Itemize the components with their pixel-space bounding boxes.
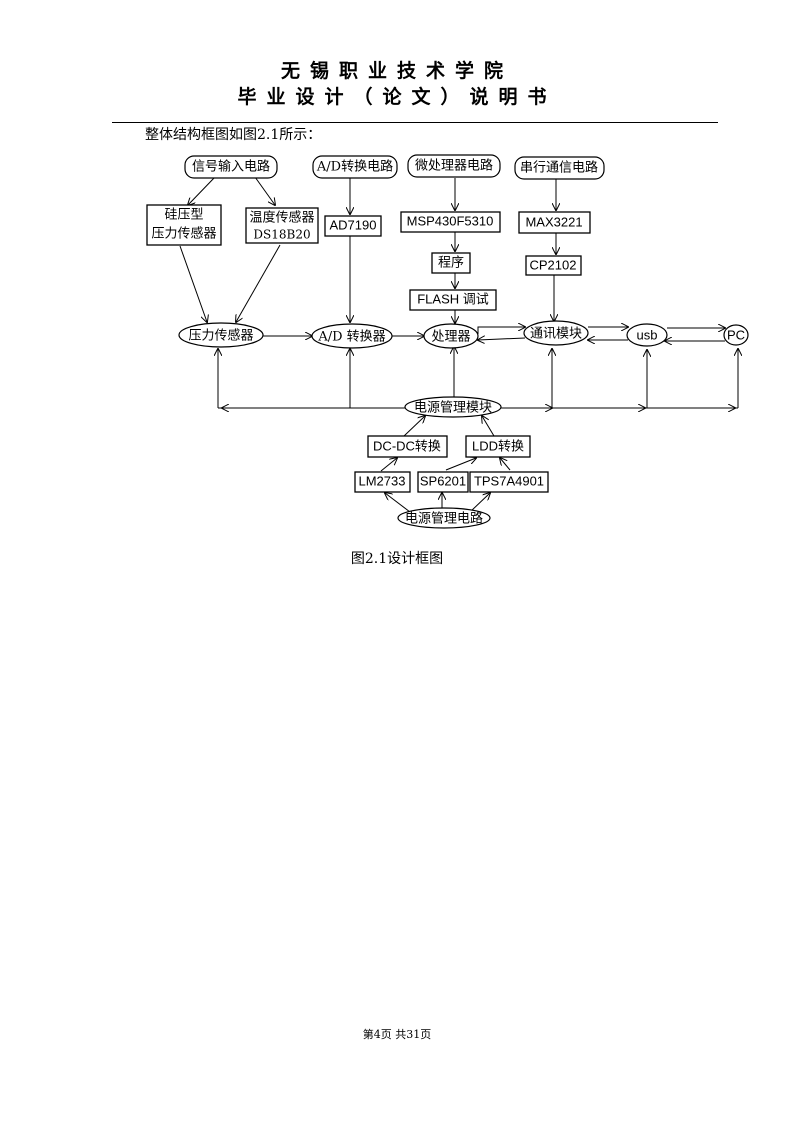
- document-type-title: 毕业设计（论文）说明书: [237, 86, 557, 108]
- processor-node: 处理器: [423, 323, 479, 349]
- cp2102-label: CP2102: [530, 257, 577, 272]
- serial-circuit-node: 串行通信电路: [514, 156, 605, 180]
- power-circuit-label: 电源管理电路: [405, 511, 483, 527]
- silicon-sensor-line2: 压力传感器: [151, 226, 216, 242]
- power-module-label: 电源管理模块: [414, 401, 492, 416]
- silicon-sensor-line1: 硅压型: [164, 208, 203, 223]
- tps7a4901-box: TPS7A4901: [469, 471, 549, 493]
- tps7a4901-label: TPS7A4901: [474, 473, 544, 488]
- pc-node: PC: [723, 324, 749, 346]
- diagram-connectors: [179, 176, 738, 513]
- usb-label: usb: [637, 327, 658, 342]
- mcu-circuit-node: 微处理器电路: [407, 154, 501, 178]
- dcdc-label: DC-DC转换: [373, 438, 441, 453]
- sp6201-box: SP6201: [417, 471, 469, 493]
- max3221-label: MAX3221: [525, 214, 582, 229]
- figure-caption: 图2.1设计框图: [350, 551, 444, 567]
- ldo-box: LDD转换: [465, 435, 531, 458]
- msp430-label: MSP430F5310: [407, 213, 494, 228]
- ad7190-box: AD7190: [324, 215, 382, 237]
- serial-circuit-label: 串行通信电路: [520, 160, 598, 176]
- pressure-sensor-label: 压力传感器: [188, 328, 253, 344]
- max3221-box: MAX3221: [518, 211, 591, 234]
- usb-node: usb: [626, 323, 668, 347]
- comm-module-label: 通讯模块: [530, 327, 582, 342]
- lm2733-label: LM2733: [359, 473, 406, 488]
- power-module-node: 电源管理模块: [404, 396, 502, 418]
- pc-label: PC: [727, 327, 745, 342]
- cp2102-box: CP2102: [525, 255, 582, 276]
- msp430-box: MSP430F5310: [400, 211, 501, 233]
- temp-sensor-line1: 温度传感器: [249, 210, 314, 226]
- flash-debug-box: FLASH 调试: [409, 289, 497, 311]
- pressure-sensor-node: 压力传感器: [178, 322, 264, 348]
- sp6201-label: SP6201: [420, 473, 466, 488]
- flash-debug-label: FLASH 调试: [417, 291, 489, 306]
- signal-input-circuit-node: 信号输入电路: [184, 155, 278, 179]
- dcdc-box: DC-DC转换: [367, 435, 448, 458]
- signal-input-circuit-label: 信号输入电路: [192, 159, 270, 175]
- ldo-label: LDD转换: [472, 438, 524, 453]
- temperature-sensor-box: 温度传感器 DS18B20: [245, 207, 319, 244]
- intro-text: 整体结构框图如图2.1所示：: [145, 127, 322, 143]
- ad-converter-label: A/D 转换器: [317, 330, 385, 345]
- mcu-circuit-label: 微处理器电路: [415, 158, 493, 174]
- silicon-pressure-sensor-box: 硅压型 压力传感器: [146, 204, 222, 246]
- ad-circuit-label: A/D转换电路: [316, 159, 393, 175]
- processor-label: 处理器: [431, 330, 470, 345]
- temp-sensor-line2: DS18B20: [253, 228, 310, 242]
- header-rule: [112, 122, 718, 123]
- program-label: 程序: [438, 256, 464, 271]
- ad7190-label: AD7190: [330, 217, 377, 232]
- page-footer: 第4页 共31页: [362, 1028, 432, 1041]
- ad-converter-node: A/D 转换器: [311, 323, 393, 349]
- block-diagram: 信号输入电路 A/D转换电路 微处理器电路 串行通信电路 硅压型 压力传感器 温…: [146, 154, 749, 529]
- power-circuit-node: 电源管理电路: [397, 507, 491, 529]
- comm-module-node: 通讯模块: [523, 320, 589, 346]
- lm2733-box: LM2733: [354, 471, 411, 493]
- school-title: 无锡职业技术学院: [280, 60, 513, 82]
- program-box: 程序: [431, 252, 471, 274]
- ad-circuit-node: A/D转换电路: [312, 155, 398, 179]
